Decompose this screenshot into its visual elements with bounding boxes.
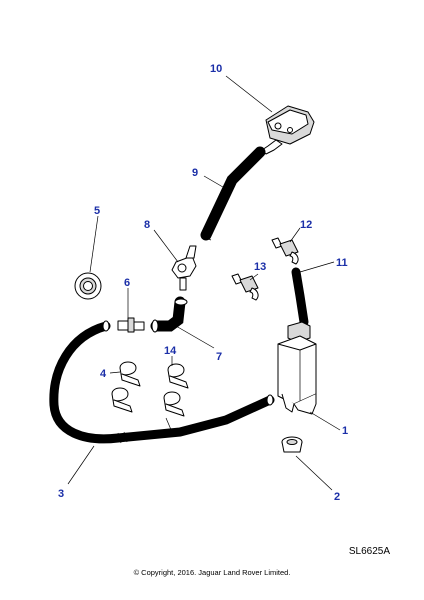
leader-8 xyxy=(153,229,179,263)
leader-12 xyxy=(289,227,301,243)
leader-3 xyxy=(67,445,95,485)
leader-5 xyxy=(89,215,99,273)
callout-11: 11 xyxy=(336,257,348,269)
washer-jet xyxy=(261,105,315,155)
grommet xyxy=(74,272,102,300)
elbow-hose xyxy=(150,296,188,333)
leader-7 xyxy=(175,325,215,349)
callout-4: 4 xyxy=(100,368,107,380)
inline-connector xyxy=(117,317,145,333)
drawing-code: SL6625A xyxy=(348,546,390,557)
hose-connector xyxy=(171,245,197,291)
pump-outlet-hose xyxy=(291,267,309,327)
leader-2 xyxy=(295,455,333,491)
callout-6: 6 xyxy=(124,277,130,289)
callout-7: 7 xyxy=(216,351,222,363)
callout-1: 1 xyxy=(342,425,348,437)
callout-10: 10 xyxy=(210,63,222,75)
callout-13: 13 xyxy=(254,261,266,273)
leader-1 xyxy=(309,411,341,431)
pump-grommet xyxy=(281,436,303,453)
copyright-notice: © Copyright, 2016. Jaguar Land Rover Lim… xyxy=(133,568,291,577)
callout-3: 3 xyxy=(58,488,64,500)
check-valve-alt xyxy=(231,273,259,301)
main-hose xyxy=(49,320,275,444)
callout-5: 5 xyxy=(94,205,100,217)
callout-8: 8 xyxy=(144,219,150,231)
hose-clips xyxy=(111,361,141,413)
callout-2: 2 xyxy=(334,491,340,503)
jet-feed-hose xyxy=(200,146,266,241)
leader-9 xyxy=(203,175,229,191)
check-valve xyxy=(271,237,299,265)
callout-14: 14 xyxy=(164,345,177,357)
callout-12: 12 xyxy=(300,219,312,231)
leader-10 xyxy=(225,75,273,113)
callout-9: 9 xyxy=(192,167,198,179)
hose-clips-alt xyxy=(163,363,189,417)
washer-pump xyxy=(277,321,317,415)
leader-13 xyxy=(249,273,259,281)
leader-4 xyxy=(109,371,121,374)
leader-11 xyxy=(299,261,335,273)
leader-14b xyxy=(165,417,173,433)
